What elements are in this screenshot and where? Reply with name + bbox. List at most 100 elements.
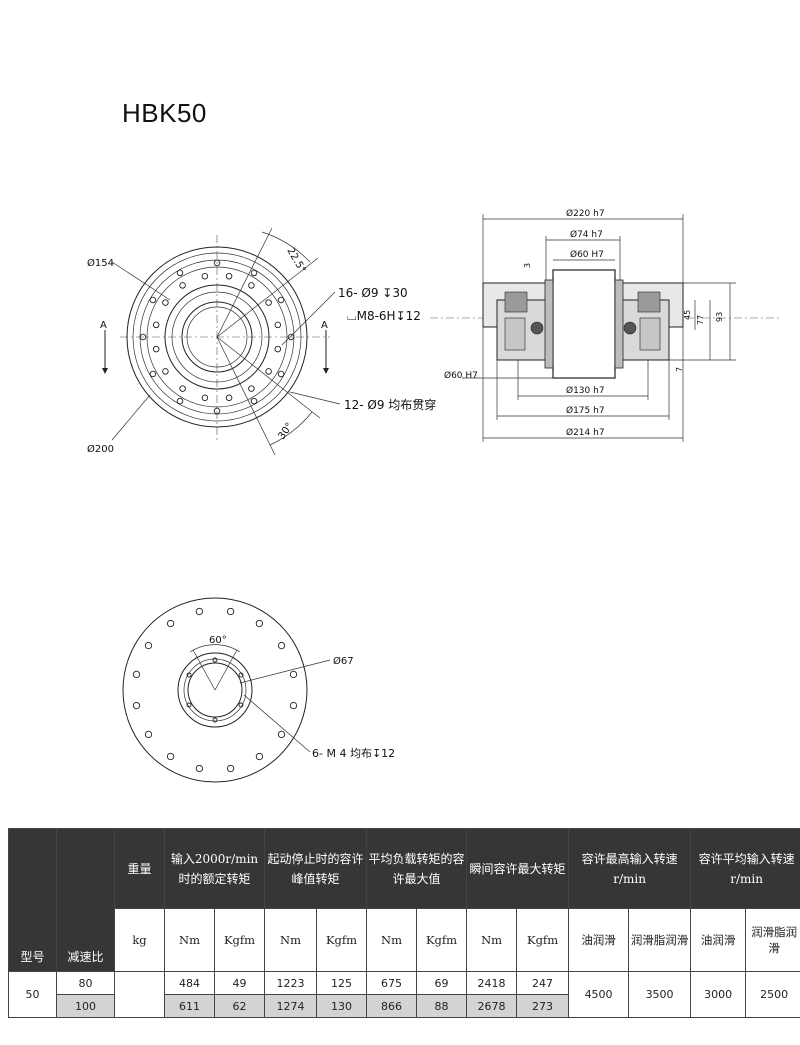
cell-avg-nm: 866 [366,994,418,1018]
header-avg-speed: 容许平均输入转速 r/min [690,828,800,909]
bolt-hole [225,394,233,402]
cell-peak-kgfm: 130 [316,994,368,1018]
unit-nm: Nm [164,908,215,972]
cell-mom-kgfm: 247 [516,971,570,995]
bolt-hole [132,701,141,710]
bolt-hole [152,321,160,329]
bolt-hole [149,370,157,378]
dim-top-1: Ø220 h7 [566,208,605,219]
dim-bottom-1: Ø130 h7 [566,385,605,396]
bolt-hole [195,764,204,773]
cell-avg-grease: 2500 [745,971,800,1018]
bolt-hole [152,345,160,353]
header-peak-torque: 起动停止时的容许峰值转矩 [264,828,368,909]
bolt-hole [255,619,264,628]
bolt-hole [166,619,175,628]
cell-peak-nm: 1223 [264,971,318,995]
rear-bore-label: Ø67 [333,655,354,667]
bolt-hole [274,345,282,353]
table-row: 100 611 62 1274 130 866 88 2678 273 [9,994,800,1018]
ratio-cell: 80 [56,971,115,995]
spec-table: 型号 减速比 重量 输入2000r/min时的额定转矩 起动停止时的容许峰值转矩… [8,828,800,1018]
bolt-hole [201,272,209,280]
dim-small-5: 7 [675,367,684,372]
bolt-hole [149,296,157,304]
cell-rated-kgfm: 49 [213,971,266,995]
bolt-hole [248,282,255,289]
weight-cell [114,971,165,1018]
cell-mom-nm: 2418 [466,971,518,995]
rear-view: 60° Ø67 6- M 4 均布↧12 [122,597,395,783]
bolt-hole [238,672,244,678]
bolt-hole [213,259,221,267]
holes-12-label: 12- Ø9 均布贯穿 [344,397,436,412]
unit-kgfm: Kgfm [516,908,570,972]
cell-avg-nm: 675 [366,971,418,995]
thread-m8-label: ⌴M8-6H↧12 [347,309,421,323]
holes-16-label: 16- Ø9 ↧30 [338,286,408,300]
dim-pitch-label: Ø154 [87,257,114,269]
bolt-hole [277,641,286,650]
bolt-hole [132,670,141,679]
bolt-hole [212,717,218,723]
bolt-hole [176,397,184,405]
header-max-speed: 容许最高输入转速 r/min [568,828,692,909]
section-bore [552,269,616,379]
hole-pattern-16 [152,272,282,402]
section-label-left: A [100,320,107,331]
hole-pattern-12 [139,259,295,415]
cell-avg-oil: 3000 [690,971,747,1018]
bolt-hole [186,672,192,678]
bolt-hole [176,269,184,277]
unit-oil: 油润滑 [690,908,747,972]
unit-nm: Nm [264,908,318,972]
rear-outer-circle [122,597,308,783]
unit-kgfm: Kgfm [416,908,468,972]
bolt-hole [179,282,186,289]
bolt-hole [213,407,221,415]
cell-peak-kgfm: 125 [316,971,368,995]
rear-bore [187,662,243,718]
dim-outer-label: Ø200 [87,443,114,455]
dim-small-1: 3 [523,263,532,268]
section-label-right: A [321,320,328,331]
bolt-hole [162,299,169,306]
cell-rated-kgfm: 62 [213,994,266,1018]
bolt-hole [250,269,258,277]
front-view: A A 22.5° 30° Ø154 Ø200 16- Ø9 ↧30 ⌴M8-6… [87,227,436,456]
cell-max-oil: 4500 [568,971,630,1018]
bolt-hole [274,321,282,329]
unit-kgfm: Kgfm [316,908,368,972]
bolt-hole [287,333,295,341]
bolt-hole [186,702,192,708]
dim-right-3: 77 [696,315,705,325]
bolt-hole [212,657,218,663]
bolt-hole [166,752,175,761]
bolt-hole [225,272,233,280]
dim-right-4: 93 [715,312,724,322]
model-cell: 50 [8,971,57,1018]
bolt-hole [238,702,244,708]
bolt-hole [248,385,255,392]
bolt-hole [277,730,286,739]
cell-mom-nm: 2678 [466,994,518,1018]
bore-left-label: Ø60 H7 [444,370,478,381]
bolt-hole [162,368,169,375]
rear-thread-label: 6- M 4 均布↧12 [312,747,395,760]
dim-bottom-2: Ø175 h7 [566,405,605,416]
front-bore [181,301,253,373]
bolt-hole [289,670,298,679]
unit-kgfm: Kgfm [213,908,266,972]
bolt-hole [250,397,258,405]
bolt-hole [265,368,272,375]
unit-grease: 润滑脂润滑 [745,908,800,972]
unit-nm: Nm [366,908,418,972]
bolt-hole [277,370,285,378]
angle-bottom-label: 30° [276,421,295,442]
bolt-hole [277,296,285,304]
bolt-hole [179,385,186,392]
bolt-hole [265,299,272,306]
header-weight: 重量 [114,828,165,909]
header-rated-torque: 输入2000r/min时的额定转矩 [163,828,266,909]
